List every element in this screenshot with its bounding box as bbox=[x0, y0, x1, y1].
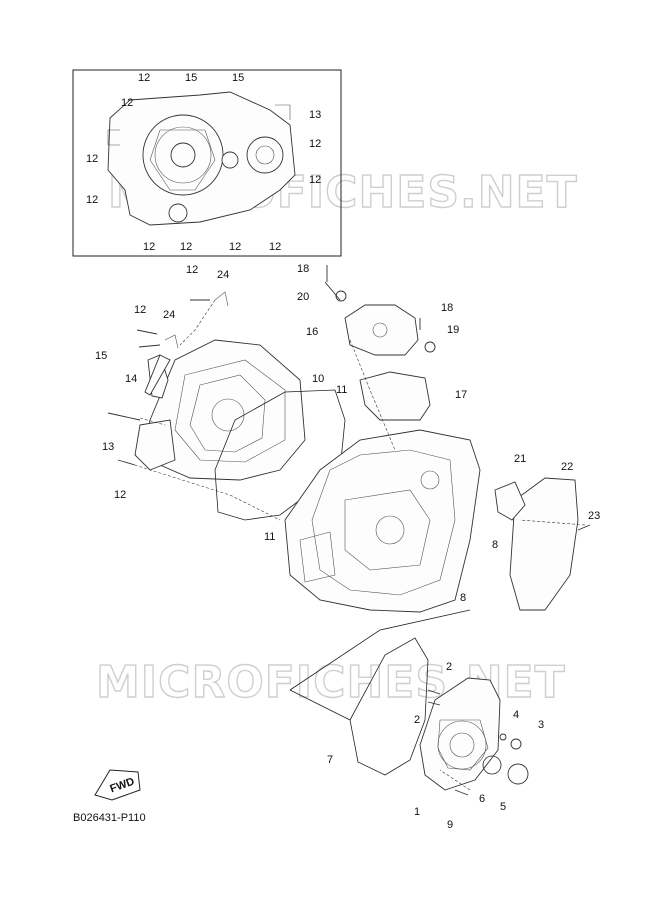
callout-20: 11 bbox=[264, 531, 275, 543]
callout-3: 20 bbox=[297, 291, 309, 303]
callout-23: 2 bbox=[414, 714, 420, 726]
callout-28: 5 bbox=[500, 801, 506, 813]
callout-19: 8 bbox=[492, 539, 498, 551]
inset-cover-drawing bbox=[107, 91, 296, 226]
callout-17: 22 bbox=[561, 461, 573, 473]
diagram-code: B026431-P110 bbox=[73, 812, 146, 824]
callout-5: 24 bbox=[163, 309, 175, 321]
callout-10: 14 bbox=[125, 373, 137, 385]
callout-inset-4: 13 bbox=[309, 109, 321, 121]
bolt-3-drawing bbox=[510, 738, 522, 750]
callout-inset-7: 12 bbox=[309, 174, 321, 186]
callout-inset-2: 15 bbox=[232, 72, 244, 84]
callout-22: 2 bbox=[446, 661, 452, 673]
callout-inset-6: 12 bbox=[86, 153, 98, 165]
callout-30: 9 bbox=[447, 819, 453, 831]
inset-frame bbox=[72, 69, 342, 257]
callout-13: 17 bbox=[455, 389, 467, 401]
bracket-21-drawing bbox=[494, 481, 526, 521]
leader-lines bbox=[124, 281, 586, 791]
callout-7: 18 bbox=[441, 302, 453, 314]
callout-inset-5: 12 bbox=[309, 138, 321, 150]
callout-2: 18 bbox=[297, 263, 309, 275]
callout-1: 24 bbox=[217, 269, 229, 281]
plate-17-drawing bbox=[359, 371, 431, 421]
callout-inset-12: 12 bbox=[269, 241, 281, 253]
inset-callouts: 12 15 15 12 13 12 12 12 12 12 12 12 12 bbox=[86, 72, 321, 253]
callout-21: 8 bbox=[460, 592, 466, 604]
callout-inset-3: 12 bbox=[121, 97, 133, 109]
generator-cover-drawing bbox=[419, 677, 501, 791]
o-ring-6-drawing bbox=[482, 755, 502, 775]
sprocket-cover-22-drawing bbox=[509, 477, 579, 611]
callout-24: 4 bbox=[513, 709, 519, 721]
callout-14: 13 bbox=[102, 441, 114, 453]
main-callouts: 12 24 18 20 12 24 16 18 19 15 14 10 11 1… bbox=[95, 263, 600, 831]
callout-0: 12 bbox=[186, 264, 198, 276]
callout-15: 12 bbox=[114, 489, 126, 501]
bolts-drawing bbox=[107, 265, 591, 796]
callout-inset-10: 12 bbox=[180, 241, 192, 253]
callout-27: 6 bbox=[479, 793, 485, 805]
callout-12: 11 bbox=[336, 384, 347, 396]
gasket-7-drawing bbox=[349, 637, 429, 776]
plug-5-drawing bbox=[507, 763, 529, 785]
callout-4: 12 bbox=[134, 304, 146, 316]
callout-16: 21 bbox=[514, 453, 526, 465]
left-cover-drawing bbox=[134, 339, 306, 481]
callout-inset-11: 12 bbox=[229, 241, 241, 253]
callout-18: 23 bbox=[588, 510, 600, 522]
callout-inset-1: 15 bbox=[185, 72, 197, 84]
crankcase-drawing bbox=[284, 429, 481, 613]
callout-11: 10 bbox=[312, 373, 324, 385]
callout-29: 1 bbox=[414, 806, 420, 818]
callout-6: 16 bbox=[306, 326, 318, 338]
callout-inset-9: 12 bbox=[143, 241, 155, 253]
callout-8: 19 bbox=[447, 324, 459, 336]
cover-16-drawing bbox=[344, 304, 419, 356]
callout-26: 7 bbox=[327, 754, 333, 766]
cover-16-hole bbox=[372, 322, 388, 338]
callout-25: 3 bbox=[538, 719, 544, 731]
callout-inset-8: 12 bbox=[86, 194, 98, 206]
callout-9: 15 bbox=[95, 350, 107, 362]
callout-inset-0: 12 bbox=[138, 72, 150, 84]
washer-4-drawing bbox=[499, 733, 507, 741]
fwd-arrow: FWD bbox=[94, 769, 141, 801]
